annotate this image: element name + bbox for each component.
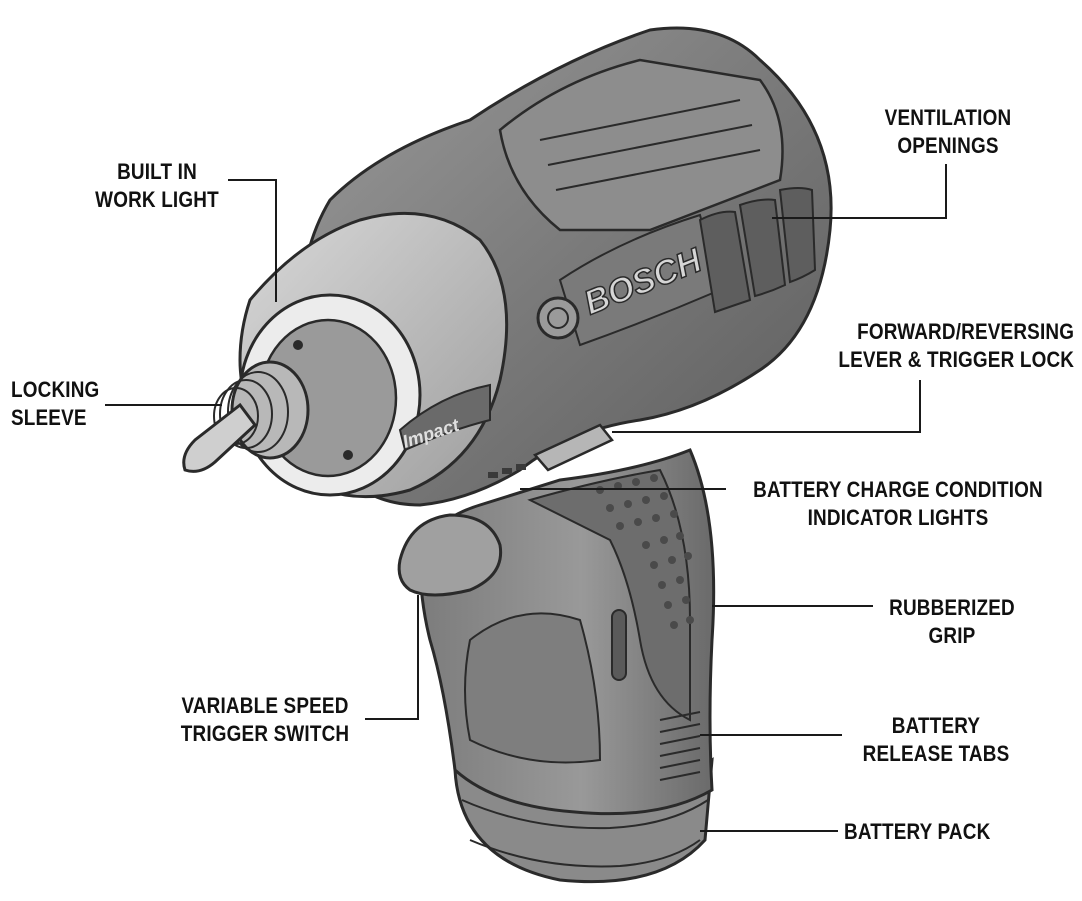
label-rubberized-grip: RUBBERIZED GRIP [883, 594, 1021, 650]
label-forward-reversing-lever: FORWARD/REVERSING LEVER & TRIGGER LOCK [838, 318, 1074, 374]
label-line: TRIGGER SWITCH [180, 721, 350, 746]
nose-shape: Impact [182, 211, 509, 499]
label-battery-charge-indicator: BATTERY CHARGE CONDITION INDICATOR LIGHT… [752, 476, 1044, 532]
handle-shape [418, 448, 716, 816]
label-line: VARIABLE SPEED [181, 693, 349, 718]
label-variable-speed-trigger: VARIABLE SPEED TRIGGER SWITCH [166, 692, 364, 748]
label-line: GRIP [928, 623, 976, 648]
label-line: BATTERY CHARGE CONDITION [753, 477, 1043, 502]
label-locking-sleeve: LOCKING SLEEVE [11, 376, 99, 432]
label-line: LOCKING [11, 377, 100, 402]
leader-work-light [228, 179, 277, 302]
label-line: BATTERY [891, 713, 981, 738]
leader-forward-reverse [612, 380, 921, 433]
label-line: RUBBERIZED [889, 595, 1015, 620]
label-battery-pack: BATTERY PACK [844, 818, 990, 846]
label-battery-release-tabs: BATTERY RELEASE TABS [850, 712, 1022, 768]
label-line: RELEASE TABS [862, 741, 1010, 766]
label-built-in-work-light: BUILT IN WORK LIGHT [88, 158, 226, 214]
label-line: SLEEVE [11, 405, 87, 430]
leader-trigger [365, 595, 419, 720]
leader-ventilation [772, 164, 947, 219]
label-ventilation-openings: VENTILATION OPENINGS [879, 104, 1017, 160]
label-line: OPENINGS [897, 133, 999, 158]
label-line: BUILT IN [117, 159, 197, 184]
label-line: LEVER & TRIGGER LOCK [838, 347, 1074, 372]
label-line: BATTERY PACK [844, 819, 991, 844]
label-line: WORK LIGHT [95, 187, 219, 212]
leader-lines [105, 164, 947, 832]
label-line: FORWARD/REVERSING [856, 319, 1074, 344]
label-line: INDICATOR LIGHTS [807, 505, 989, 530]
trigger-shape [397, 513, 503, 597]
label-line: VENTILATION [884, 105, 1012, 130]
